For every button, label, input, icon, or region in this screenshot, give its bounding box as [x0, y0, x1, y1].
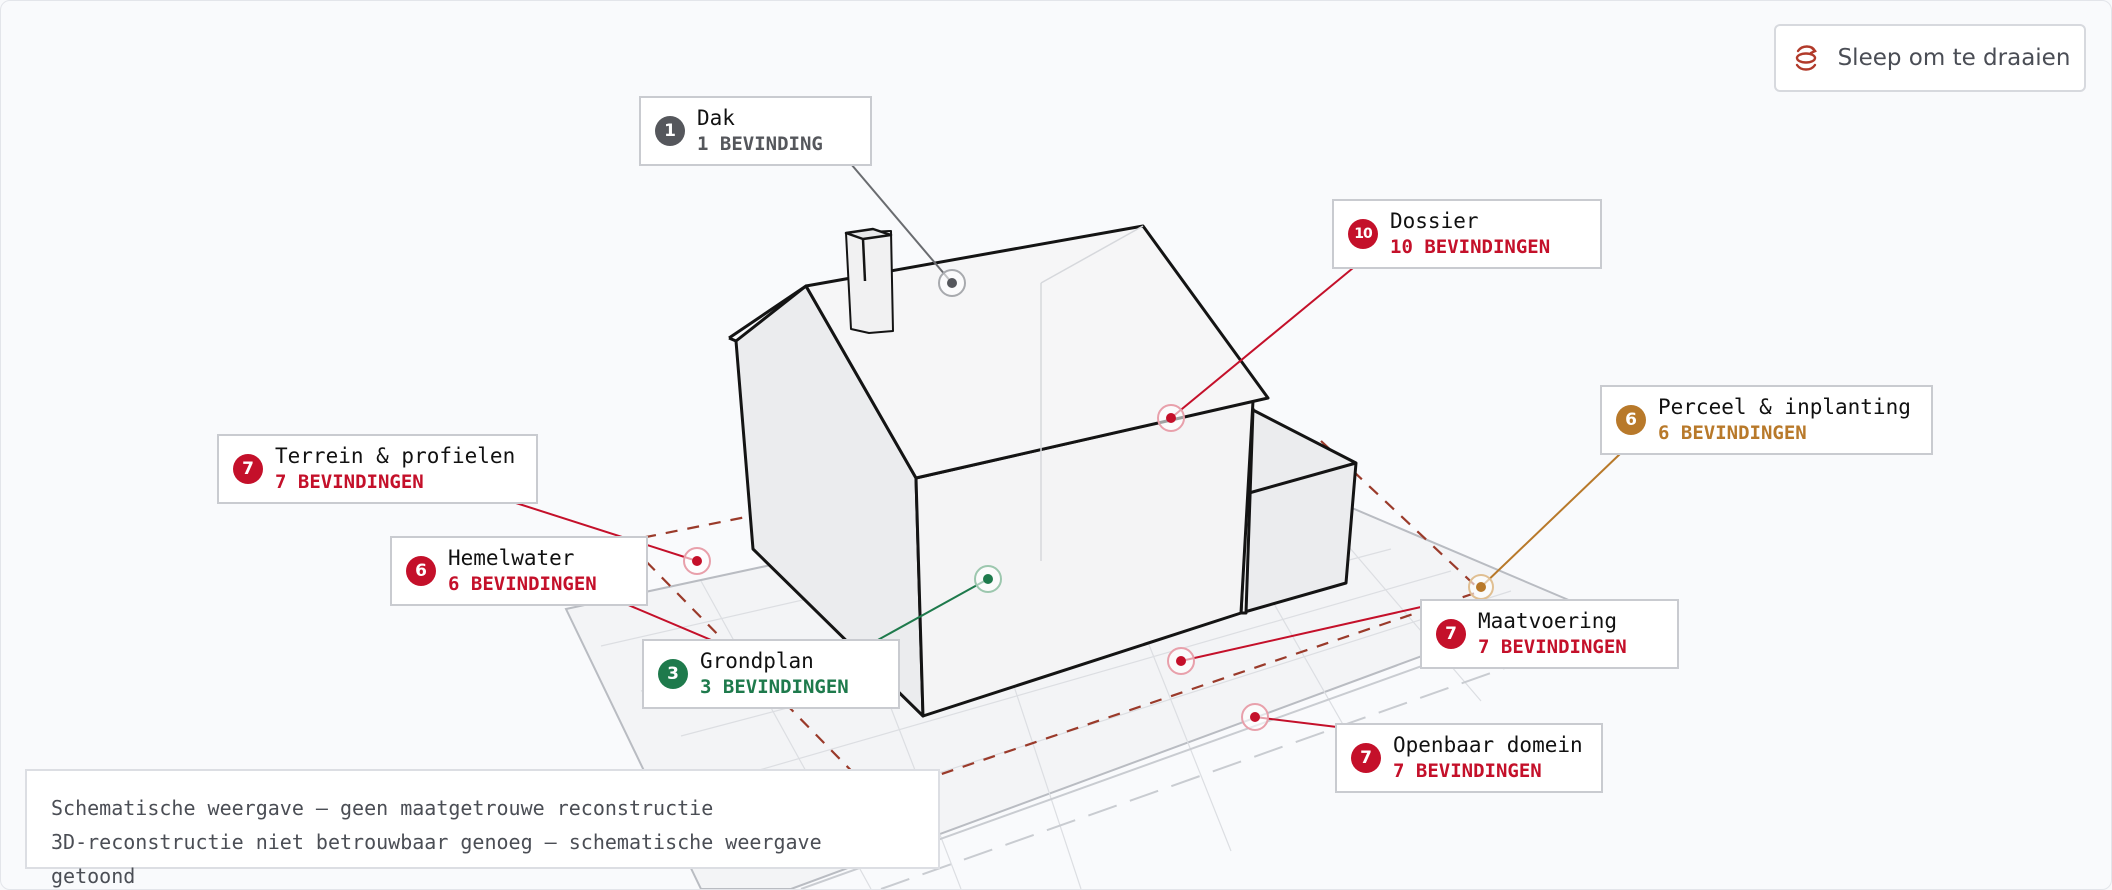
rotate-3d-icon	[1795, 45, 1817, 71]
marker-dossier	[1157, 404, 1185, 432]
callout-title: Hemelwater	[448, 546, 575, 570]
callout-count: 7 BEVINDINGEN	[1478, 636, 1627, 658]
callout-title: Maatvoering	[1478, 609, 1618, 633]
callout-count: 1 BEVINDING	[697, 133, 823, 155]
callout-count: 6 BEVINDINGEN	[448, 573, 597, 595]
notice-line-1: Schematische weergave — geen maatgetrouw…	[51, 796, 714, 820]
badge-openbaar: 7	[1351, 743, 1381, 773]
badge-maatvoering: 7	[1436, 619, 1466, 649]
callout-count: 3 BEVINDINGEN	[700, 676, 849, 698]
marker-dak	[938, 269, 966, 297]
schematic-notice: Schematische weergave — geen maatgetrouw…	[25, 769, 940, 888]
callout-maatvoering[interactable]: 7 Maatvoering 7 BEVINDINGEN	[1420, 599, 1679, 669]
callout-title: Grondplan	[700, 649, 814, 673]
badge-dak: 1	[655, 116, 685, 146]
notice-line-2: 3D-reconstructie niet betrouwbaar genoeg…	[51, 830, 822, 888]
marker-grondplan	[974, 565, 1002, 593]
badge-grondplan: 3	[658, 659, 688, 689]
badge-terrein: 7	[233, 454, 263, 484]
rotate-button-label: Sleep om te draaien	[1837, 45, 2071, 71]
marker-terrein	[683, 547, 711, 575]
callout-title: Perceel & inplanting	[1658, 395, 1911, 419]
callout-count: 7 BEVINDINGEN	[275, 471, 424, 493]
callout-perceel[interactable]: 6 Perceel & inplanting 6 BEVINDINGEN	[1600, 385, 1933, 455]
callout-terrein[interactable]: 7 Terrein & profielen 7 BEVINDINGEN	[217, 434, 538, 504]
marker-maatvoering	[1167, 647, 1195, 675]
callout-title: Openbaar domein	[1393, 733, 1583, 757]
rotate-button[interactable]: Sleep om te draaien	[1774, 24, 2086, 92]
callout-title: Dossier	[1390, 209, 1479, 233]
callout-dossier[interactable]: 10 Dossier 10 BEVINDINGEN	[1332, 199, 1602, 269]
badge-dossier: 10	[1348, 219, 1378, 249]
callout-count: 6 BEVINDINGEN	[1658, 422, 1807, 444]
house-model[interactable]	[728, 224, 1358, 718]
callout-openbaar[interactable]: 7 Openbaar domein 7 BEVINDINGEN	[1335, 723, 1603, 793]
badge-perceel: 6	[1616, 405, 1646, 435]
callout-count: 7 BEVINDINGEN	[1393, 760, 1542, 782]
marker-openbaar	[1241, 703, 1269, 731]
badge-hemelwater: 6	[406, 556, 436, 586]
callout-title: Dak	[697, 106, 735, 130]
callout-title: Terrein & profielen	[275, 444, 516, 468]
callout-hemelwater[interactable]: 6 Hemelwater 6 BEVINDINGEN	[390, 536, 648, 606]
callout-dak[interactable]: 1 Dak 1 BEVINDING	[639, 96, 872, 166]
callout-count: 10 BEVINDINGEN	[1390, 236, 1551, 258]
marker-perceel	[1468, 574, 1494, 600]
callout-grondplan[interactable]: 3 Grondplan 3 BEVINDINGEN	[642, 639, 900, 709]
